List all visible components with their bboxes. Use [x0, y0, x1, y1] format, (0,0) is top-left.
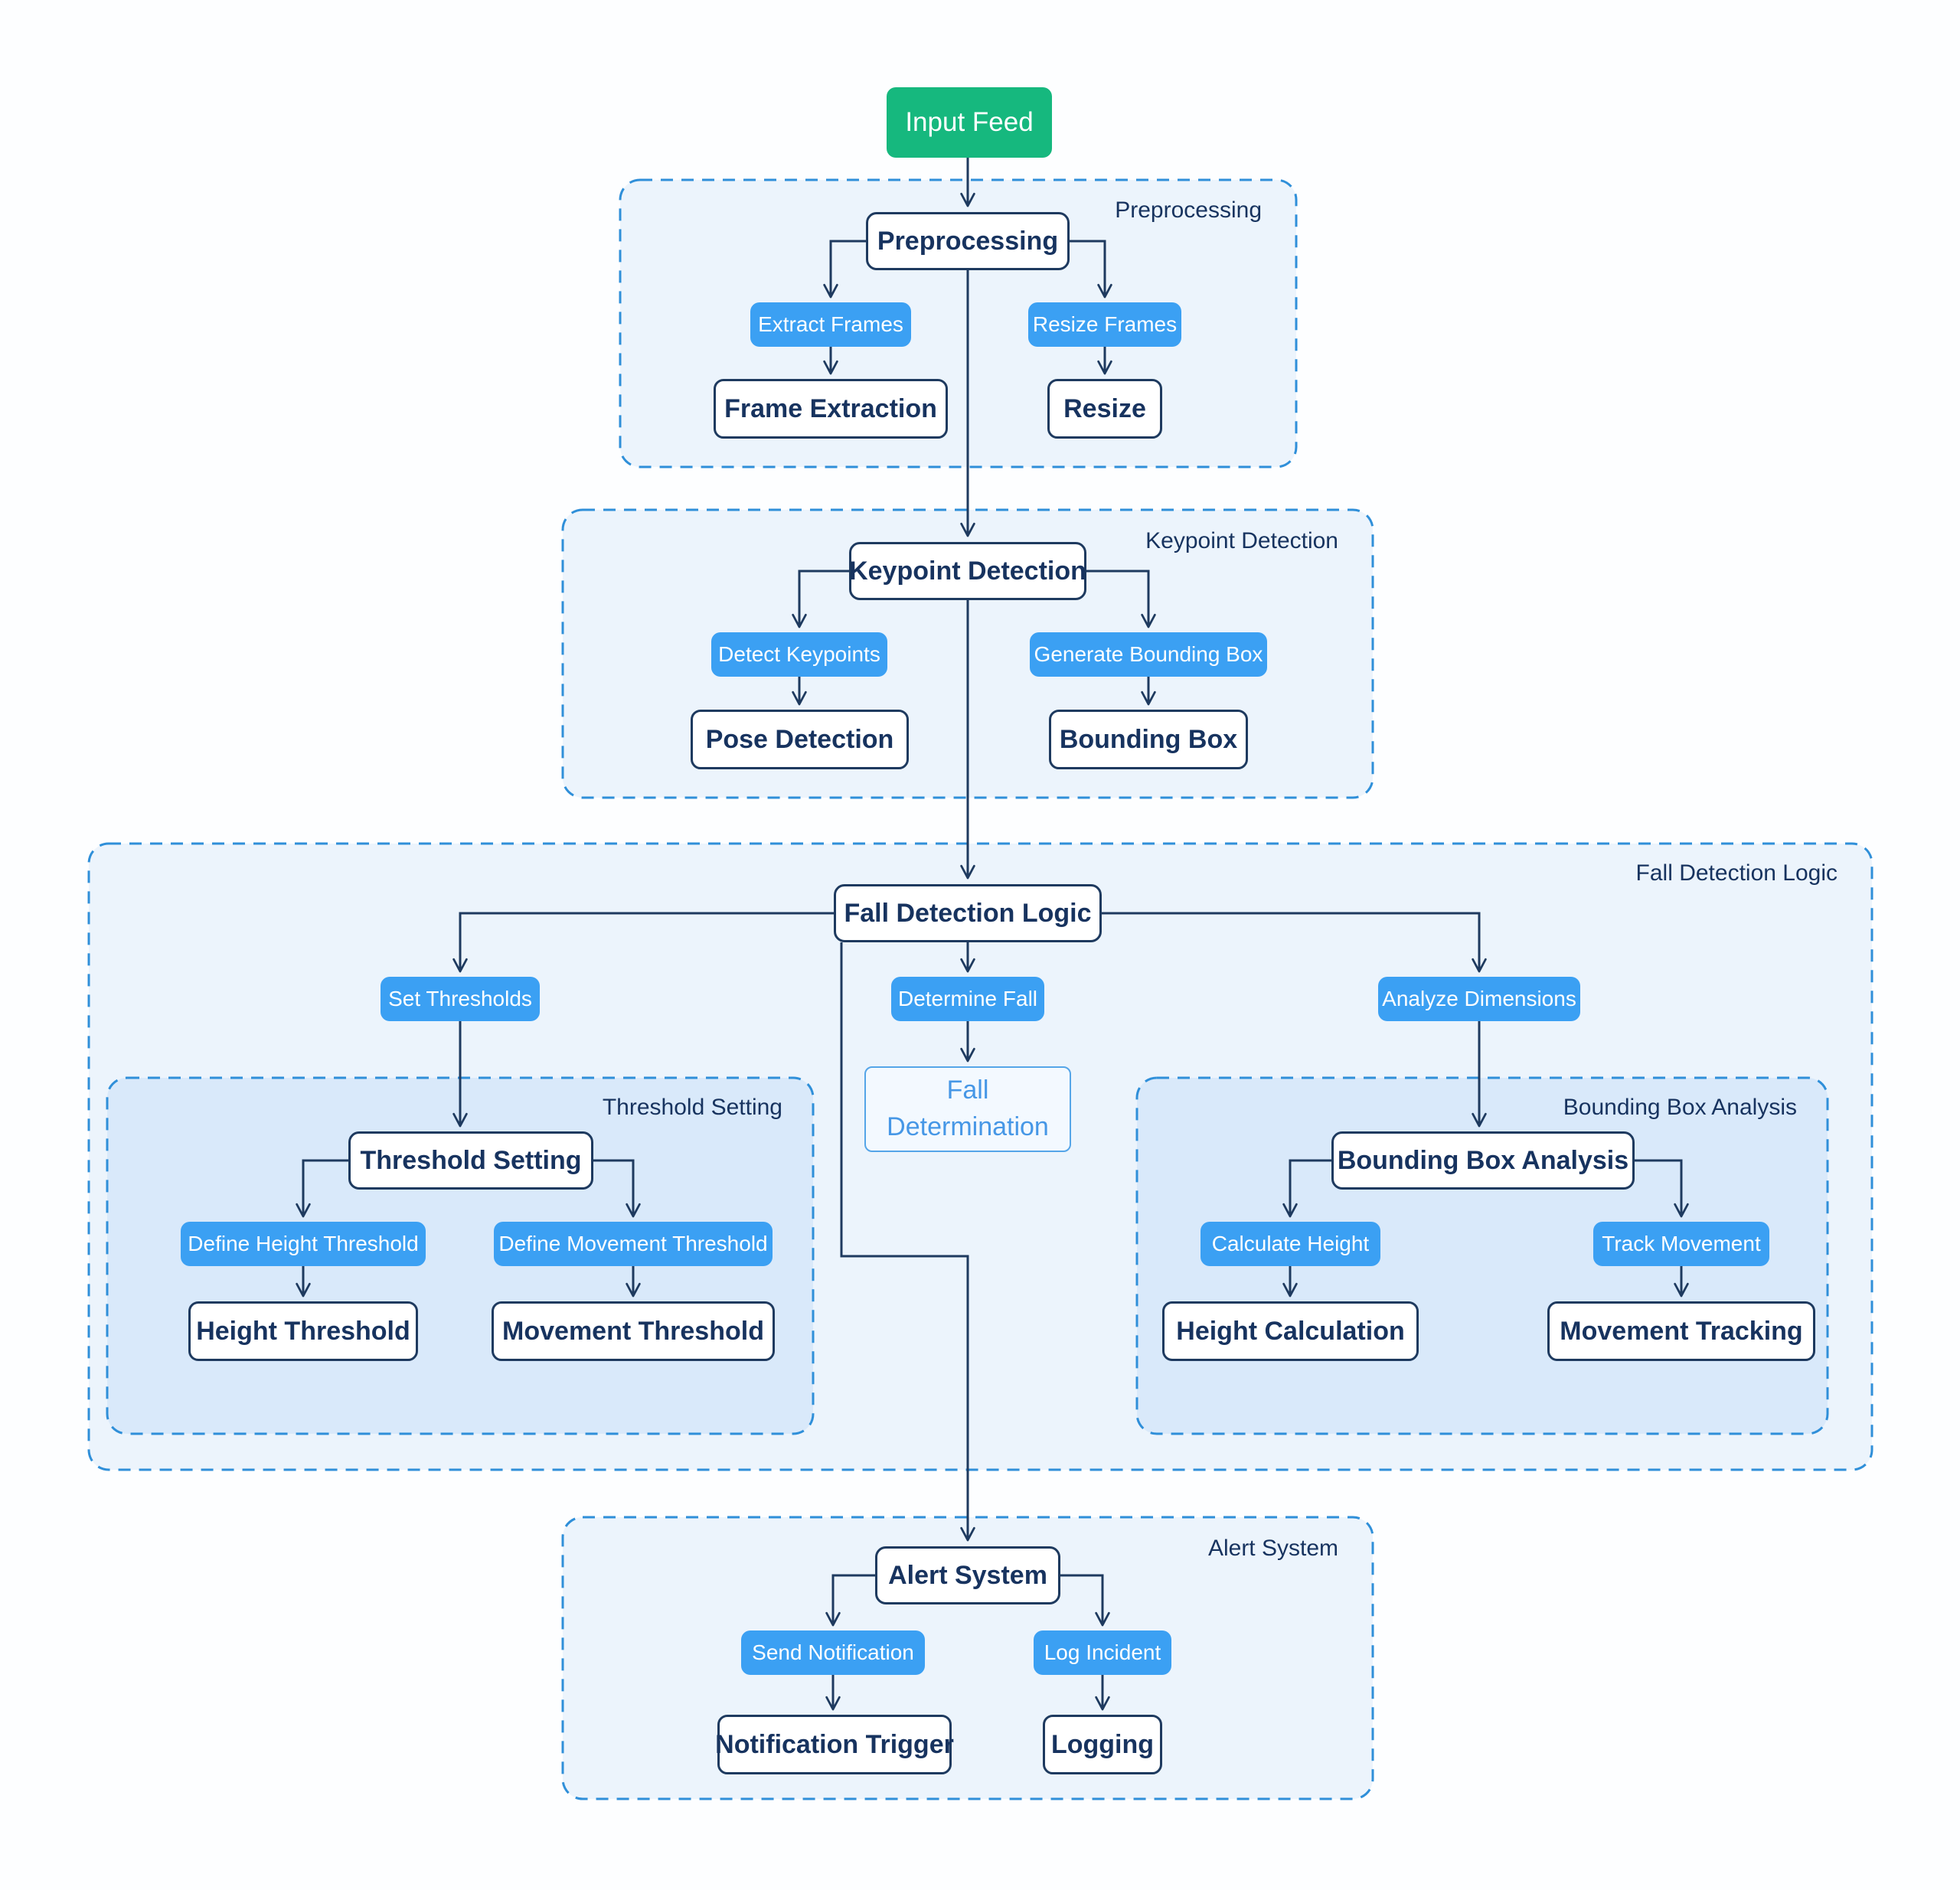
extract-frames-action: Extract Frames	[750, 302, 911, 347]
frame-extraction-node: Frame Extraction	[714, 379, 948, 439]
generate-bounding-box-action: Generate Bounding Box	[1030, 632, 1267, 677]
alert-system-node: Alert System	[875, 1546, 1060, 1604]
logging-node: Logging	[1043, 1715, 1162, 1774]
preprocessing-node: Preprocessing	[866, 212, 1070, 270]
pose-detection-node: Pose Detection	[691, 710, 909, 769]
threshold-setting-node: Threshold Setting	[348, 1131, 593, 1190]
alert-container-label: Alert System	[1207, 1536, 1338, 1561]
edge-fdl-to-analyze-dimensions	[1102, 912, 1487, 973]
keypoint-container-label: Keypoint Detection	[1145, 528, 1338, 553]
preprocessing-container-label: Preprocessing	[1115, 197, 1262, 223]
edge-fdl-to-alert-system	[840, 942, 975, 1542]
fdl-container-label: Fall Detection Logic	[1635, 860, 1838, 886]
edge-alert-to-send-notification	[825, 1574, 875, 1627]
resize-node: Resize	[1047, 379, 1162, 439]
edge-threshold-setting-to-define-height	[296, 1159, 348, 1218]
determine-fall-action: Determine Fall	[891, 977, 1044, 1021]
threshold-container-label: Threshold Setting	[602, 1095, 782, 1120]
bba-container-label: Bounding Box Analysis	[1563, 1095, 1797, 1120]
bounding-box-analysis-node: Bounding Box Analysis	[1331, 1131, 1635, 1190]
analyze-dimensions-action: Analyze Dimensions	[1378, 977, 1580, 1021]
height-calculation-node: Height Calculation	[1162, 1301, 1419, 1361]
edge-keypoint-to-detect-keypoints	[792, 570, 849, 628]
edge-fdl-to-set-thresholds	[452, 912, 834, 973]
detect-keypoints-action: Detect Keypoints	[711, 632, 887, 677]
edge-keypoint-to-generate-bounding-box	[1086, 570, 1156, 628]
edge-preprocessing-to-resize-frames	[1070, 240, 1112, 299]
fall-detection-logic-node: Fall Detection Logic	[834, 884, 1102, 942]
keypoint-detection-node: Keypoint Detection	[849, 542, 1086, 600]
define-height-threshold-action: Define Height Threshold	[181, 1222, 426, 1266]
movement-tracking-node: Movement Tracking	[1547, 1301, 1815, 1361]
resize-frames-action: Resize Frames	[1028, 302, 1181, 347]
edge-threshold-setting-to-define-movement	[593, 1159, 641, 1218]
set-thresholds-action: Set Thresholds	[381, 977, 540, 1021]
track-movement-action: Track Movement	[1593, 1222, 1769, 1266]
define-movement-threshold-action: Define Movement Threshold	[494, 1222, 773, 1266]
movement-threshold-node: Movement Threshold	[492, 1301, 775, 1361]
edge-preprocessing-to-extract-frames	[823, 240, 866, 299]
edge-bba-to-calculate-height	[1282, 1159, 1331, 1218]
edge-alert-to-log-incident	[1060, 1574, 1110, 1627]
height-threshold-node: Height Threshold	[188, 1301, 418, 1361]
edge-bba-to-track-movement	[1635, 1159, 1689, 1218]
input-feed-node: Input Feed	[887, 87, 1052, 158]
calculate-height-action: Calculate Height	[1200, 1222, 1380, 1266]
edges-group	[296, 158, 1689, 1711]
fall-determination-node: Fall Determination	[864, 1066, 1071, 1152]
bounding-box-node: Bounding Box	[1049, 710, 1248, 769]
log-incident-action: Log Incident	[1034, 1630, 1171, 1675]
send-notification-action: Send Notification	[741, 1630, 925, 1675]
notification-trigger-node: Notification Trigger	[715, 1715, 954, 1774]
